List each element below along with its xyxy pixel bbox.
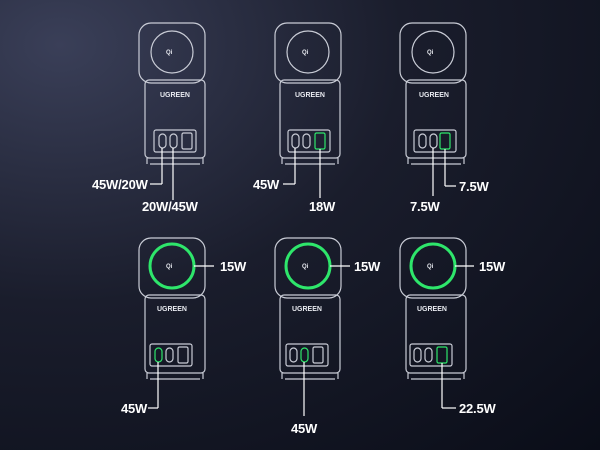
usb-c-port-3b <box>429 133 438 149</box>
port-panel-6 <box>409 343 453 367</box>
qi-mark-2: Qi <box>302 50 309 56</box>
usb-a-port-3 <box>439 132 451 150</box>
qi-mark-6: Qi <box>427 264 434 270</box>
usb-c-port-6a <box>413 347 422 363</box>
charger-pad-4 <box>138 237 206 299</box>
brand-logo-1: UGREEN <box>160 92 190 99</box>
port-panel-4 <box>149 343 193 367</box>
usb-c-port-4b <box>165 347 174 363</box>
charger-pad-5 <box>274 237 342 299</box>
brand-logo-2: UGREEN <box>295 92 325 99</box>
qi-mark-5: Qi <box>302 264 309 270</box>
charger-body-5 <box>279 294 341 374</box>
port-panel-5 <box>285 343 329 367</box>
power-label-2b: 18W <box>309 199 336 214</box>
charger-unit-2 <box>274 22 342 198</box>
port-panel-2 <box>287 129 331 153</box>
power-label-5a: 15W <box>354 259 381 274</box>
usb-a-port-2 <box>314 132 326 150</box>
usb-c-port-2a <box>291 133 300 149</box>
charger-unit-5 <box>274 237 350 416</box>
charger-pad-6 <box>399 237 467 299</box>
usb-a-port-5 <box>312 346 324 364</box>
charger-body-3 <box>405 79 467 159</box>
brand-logo-5: UGREEN <box>292 306 322 313</box>
usb-a-port-6 <box>436 346 448 364</box>
port-panel-1 <box>153 129 197 153</box>
usb-c-port-6b <box>424 347 433 363</box>
power-label-5b: 45W <box>291 421 318 436</box>
power-label-1b: 20W/45W <box>142 199 198 214</box>
power-label-3b: 7.5W <box>459 179 489 194</box>
power-label-4b: 45W <box>121 401 148 416</box>
usb-c-port-3a <box>418 133 427 149</box>
port-panel-3 <box>413 129 457 153</box>
charger-body-6 <box>405 294 467 374</box>
power-label-6a: 15W <box>479 259 506 274</box>
usb-c-port-4a <box>154 347 163 363</box>
power-label-1a: 45W/20W <box>92 177 148 192</box>
usb-c-port-5a <box>289 347 298 363</box>
charger-unit-3 <box>399 22 467 196</box>
charger-body-2 <box>279 79 341 159</box>
charger-unit-1 <box>138 22 206 200</box>
wireless-coil-3 <box>411 30 455 74</box>
charger-body-4 <box>144 294 206 374</box>
usb-c-port-1a <box>158 133 167 149</box>
charger-pad-2 <box>274 22 342 84</box>
qi-mark-3: Qi <box>427 50 434 56</box>
brand-logo-6: UGREEN <box>417 306 447 313</box>
usb-c-port-5b <box>300 347 309 363</box>
charger-pad-3 <box>399 22 467 84</box>
charger-unit-6 <box>399 237 474 409</box>
qi-mark-1: Qi <box>166 50 173 56</box>
wireless-coil-1 <box>150 30 194 74</box>
wireless-coil-2 <box>286 30 330 74</box>
usb-c-port-2b <box>302 133 311 149</box>
usb-a-port-4 <box>177 346 189 364</box>
charger-body-1 <box>144 79 206 159</box>
power-label-2a: 45W <box>253 177 280 192</box>
power-label-4a: 15W <box>220 259 247 274</box>
brand-logo-3: UGREEN <box>419 92 449 99</box>
power-label-6b: 22.5W <box>459 401 496 416</box>
charger-pad-1 <box>138 22 206 84</box>
power-label-3a: 7.5W <box>410 199 440 214</box>
brand-logo-4: UGREEN <box>157 306 187 313</box>
charger-unit-4 <box>138 237 214 409</box>
usb-c-port-1b <box>169 133 178 149</box>
usb-a-port-1 <box>181 132 193 150</box>
qi-mark-4: Qi <box>166 264 173 270</box>
